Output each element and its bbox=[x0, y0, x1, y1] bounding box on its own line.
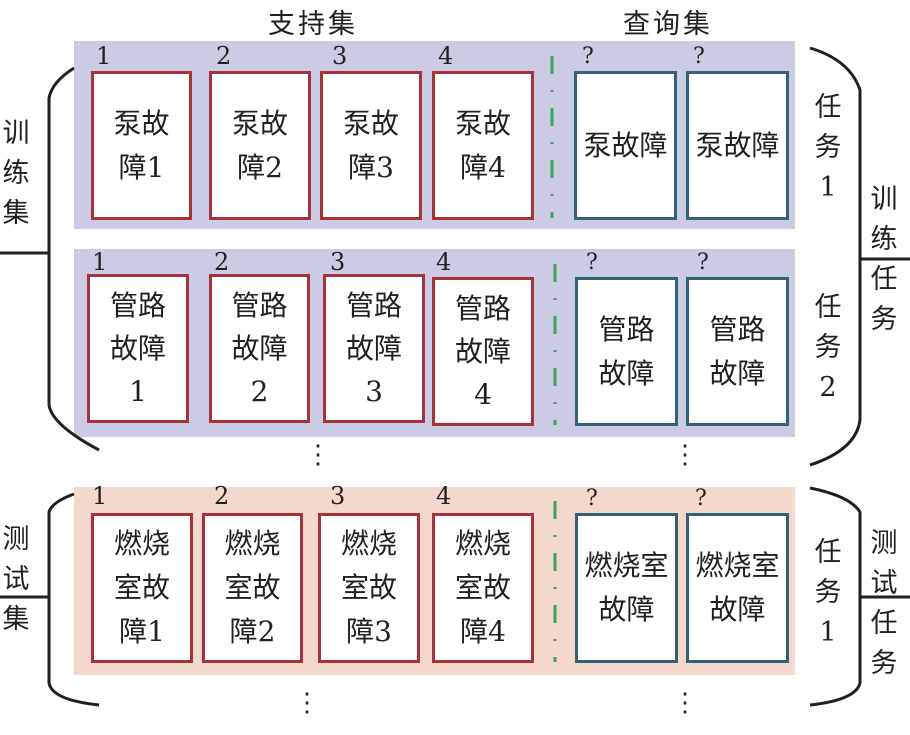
test-set-label: 测试集 bbox=[2, 524, 30, 635]
sample-label: 管路故障1 bbox=[109, 289, 166, 408]
support-index: 1 bbox=[92, 482, 108, 510]
query-sample-card: 泵故障 bbox=[574, 71, 677, 220]
sample-label: 燃烧室故障4 bbox=[454, 527, 511, 648]
support-sample-card: 管路故障4 bbox=[432, 277, 534, 426]
sample-label: 燃烧室故障2 bbox=[224, 527, 281, 648]
sample-label: 泵故障3 bbox=[342, 106, 399, 184]
support-sample-card: 管路故障3 bbox=[323, 274, 425, 423]
support-index: 3 bbox=[330, 248, 346, 276]
sample-label: 管路故障 bbox=[709, 312, 766, 390]
support-sample-card: 燃烧室故障2 bbox=[202, 513, 303, 663]
sample-label: 管路故障 bbox=[598, 312, 655, 390]
sample-label: 泵故障 bbox=[695, 128, 780, 162]
support-index: 4 bbox=[436, 482, 452, 510]
query-sample-card: 燃烧室故障 bbox=[575, 513, 678, 663]
query-unknown-label: ? bbox=[582, 44, 594, 69]
sample-label: 燃烧室故障 bbox=[584, 549, 669, 626]
sample-label: 管路故障2 bbox=[231, 289, 288, 408]
support-index: 1 bbox=[92, 248, 108, 276]
ellipsis-query: ⋮ bbox=[672, 688, 698, 718]
ellipsis-support: ⋮ bbox=[294, 688, 320, 718]
query-unknown-label: ? bbox=[693, 44, 705, 69]
sample-label: 泵故障 bbox=[583, 128, 668, 162]
train-set-label: 训练集 bbox=[2, 118, 30, 229]
query-unknown-label: ? bbox=[586, 250, 598, 275]
ellipsis-support: ⋮ bbox=[305, 440, 331, 470]
task-label: 任务1 bbox=[814, 537, 842, 648]
support-index: 1 bbox=[96, 42, 112, 70]
sample-label: 燃烧室故障3 bbox=[340, 527, 397, 648]
support-index: 2 bbox=[214, 482, 230, 510]
support-index: 3 bbox=[330, 482, 346, 510]
query-unknown-label: ? bbox=[697, 250, 709, 275]
sample-label: 泵故障1 bbox=[113, 106, 170, 184]
support-sample-card: 泵故障4 bbox=[432, 71, 534, 220]
support-sample-card: 管路故障1 bbox=[87, 274, 189, 423]
support-index: 3 bbox=[332, 42, 348, 70]
support-sample-card: 泵故障1 bbox=[91, 71, 192, 220]
sample-label: 燃烧室故障 bbox=[695, 549, 780, 626]
support-set-header: 支持集 bbox=[268, 9, 358, 40]
sample-label: 管路故障3 bbox=[345, 289, 402, 408]
query-set-header: 查询集 bbox=[623, 9, 713, 40]
test-task-label: 测试任务 bbox=[870, 528, 898, 679]
support-sample-card: 泵故障2 bbox=[209, 71, 311, 220]
sample-label: 泵故障4 bbox=[454, 106, 511, 184]
query-unknown-label: ? bbox=[695, 486, 707, 511]
support-sample-card: 燃烧室故障1 bbox=[91, 513, 193, 663]
support-sample-card: 燃烧室故障4 bbox=[432, 513, 534, 663]
support-index: 4 bbox=[436, 248, 452, 276]
support-index: 2 bbox=[214, 248, 230, 276]
task-label: 任务2 bbox=[814, 292, 842, 403]
ellipsis-query: ⋮ bbox=[672, 440, 698, 470]
query-sample-card: 管路故障 bbox=[686, 277, 789, 426]
sample-label: 燃烧室故障1 bbox=[113, 527, 170, 648]
support-index: 2 bbox=[216, 42, 232, 70]
support-index: 4 bbox=[438, 42, 454, 70]
query-sample-card: 燃烧室故障 bbox=[686, 513, 789, 663]
train-task-label: 训练任务 bbox=[870, 184, 898, 335]
support-sample-card: 燃烧室故障3 bbox=[318, 513, 420, 663]
query-unknown-label: ? bbox=[586, 486, 598, 511]
query-sample-card: 管路故障 bbox=[575, 277, 678, 426]
query-sample-card: 泵故障 bbox=[686, 71, 789, 220]
sample-label: 泵故障2 bbox=[231, 106, 288, 184]
sample-label: 管路故障4 bbox=[454, 292, 511, 411]
task-label: 任务1 bbox=[814, 92, 842, 203]
support-sample-card: 泵故障3 bbox=[320, 71, 422, 220]
support-sample-card: 管路故障2 bbox=[209, 274, 310, 423]
